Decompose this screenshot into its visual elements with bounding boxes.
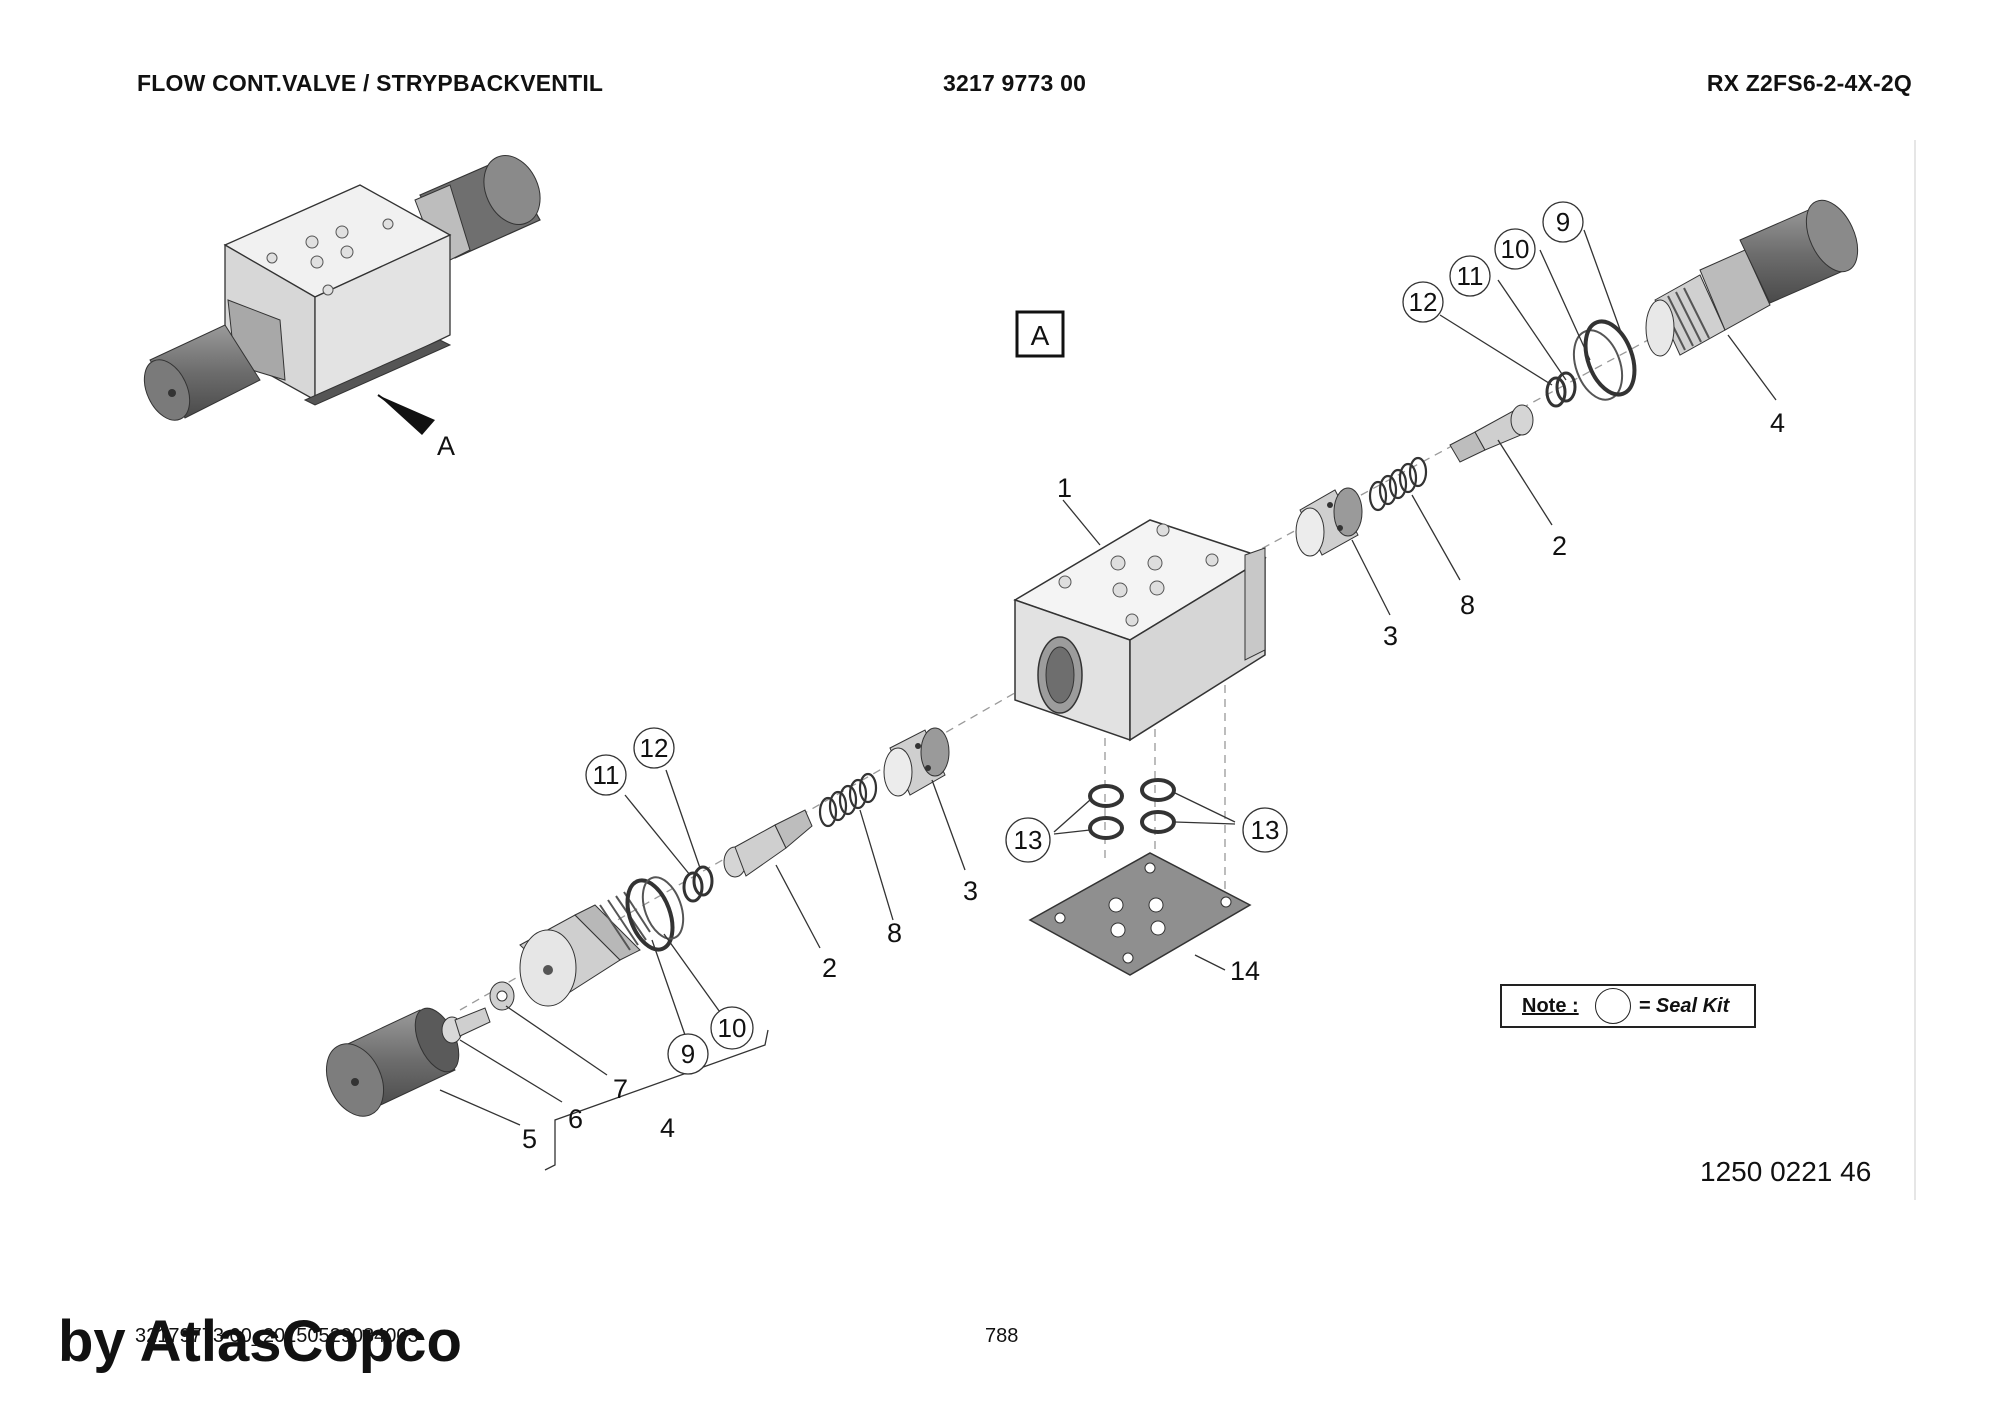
cap-part-5: [325, 1007, 460, 1117]
piston-part-2-left: [723, 809, 813, 878]
label-part-3-right: 3: [1383, 621, 1398, 651]
label-part-5: 5: [522, 1124, 537, 1154]
o-ring-part-9-left: [625, 878, 675, 952]
callout-10-left: 10: [710, 1006, 754, 1050]
seals-part-13: [1088, 778, 1176, 840]
callout-12-left: 12: [633, 727, 675, 769]
watermark: by AtlasCopco: [58, 1309, 462, 1374]
callout-13-left: 13: [1005, 817, 1051, 863]
ring-part-11-right: [1555, 371, 1577, 403]
model-number: RX Z2FS6-2-4X-2Q: [1706, 70, 1912, 96]
note-legend: Note : = Seal Kit: [1500, 984, 1756, 1028]
label-part-8-right: 8: [1460, 590, 1475, 620]
sleeve-part-3-right: [1295, 487, 1363, 557]
label-part-7: 7: [613, 1074, 628, 1104]
piston-part-2-right: [1449, 404, 1534, 463]
ring-part-12-right: [1545, 376, 1567, 408]
label-part-14: 14: [1230, 956, 1260, 986]
ring-part-12-left: [692, 865, 714, 897]
leader-lines: [439, 229, 1777, 1171]
view-arrow-label: A: [437, 431, 455, 461]
o-ring-part-9-right: [1583, 319, 1637, 397]
callout-9-left: 9: [667, 1033, 709, 1075]
part-number: 3217 9773 00: [943, 70, 1087, 96]
label-part-4-right: 4: [1770, 408, 1785, 438]
sleeve-part-3-left: [883, 727, 950, 797]
svg-text:10: 10: [1501, 234, 1530, 264]
note-text: = Seal Kit: [1638, 994, 1730, 1017]
gasket-plate-part-14: [1028, 852, 1252, 976]
callout-10-right: 10: [1494, 228, 1536, 270]
nut-part-7: [489, 981, 515, 1011]
svg-text:13: 13: [1014, 825, 1043, 855]
spring-part-8-right: [1368, 456, 1428, 512]
svg-text:13: 13: [1251, 815, 1280, 845]
valve-body-part-1: [1013, 519, 1267, 742]
label-part-4-left: 4: [660, 1113, 675, 1143]
label-part-6: 6: [568, 1104, 583, 1134]
adjuster-assembly-part-4-right: [1645, 199, 1859, 357]
callout-11-right: 11: [1449, 255, 1491, 297]
svg-text:10: 10: [718, 1013, 747, 1043]
svg-text:9: 9: [1556, 207, 1570, 237]
svg-text:12: 12: [640, 733, 669, 763]
label-part-3-left: 3: [963, 876, 978, 906]
spring-part-8-left: [818, 772, 878, 828]
label-part-2-right: 2: [1552, 531, 1567, 561]
svg-text:12: 12: [1409, 287, 1438, 317]
ring-part-11-left: [682, 871, 704, 903]
assembled-valve-view: [143, 155, 541, 435]
callout-12-right: 12: [1402, 281, 1444, 323]
label-part-1: 1: [1057, 473, 1072, 503]
o-ring-part-10-right: [1572, 329, 1624, 401]
note-label: Note :: [1522, 994, 1579, 1017]
callout-9-right: 9: [1542, 201, 1584, 243]
label-part-8-left: 8: [887, 918, 902, 948]
label-part-2-left: 2: [822, 953, 837, 983]
seal-kit-circle-icon: [1594, 988, 1631, 1024]
callout-11-left: 11: [585, 754, 627, 796]
o-ring-part-10-left: [641, 876, 685, 940]
svg-text:11: 11: [593, 760, 620, 790]
screw-part-6: [441, 1007, 491, 1044]
document-title: FLOW CONT.VALVE / STRYPBACKVENTIL: [137, 70, 604, 96]
drawing-number: 1250 0221 46: [1700, 1156, 1872, 1187]
page-number: 788: [985, 1325, 1019, 1347]
svg-text:9: 9: [681, 1039, 695, 1069]
view-marker-box: [1015, 310, 1065, 358]
callout-13-right: 13: [1242, 807, 1288, 853]
svg-text:11: 11: [1457, 261, 1484, 291]
footer-code: 32179773 00_20150529084003: [135, 1325, 419, 1347]
adjuster-housing-part-4: [519, 891, 651, 1007]
view-marker-label: A: [1031, 320, 1050, 351]
